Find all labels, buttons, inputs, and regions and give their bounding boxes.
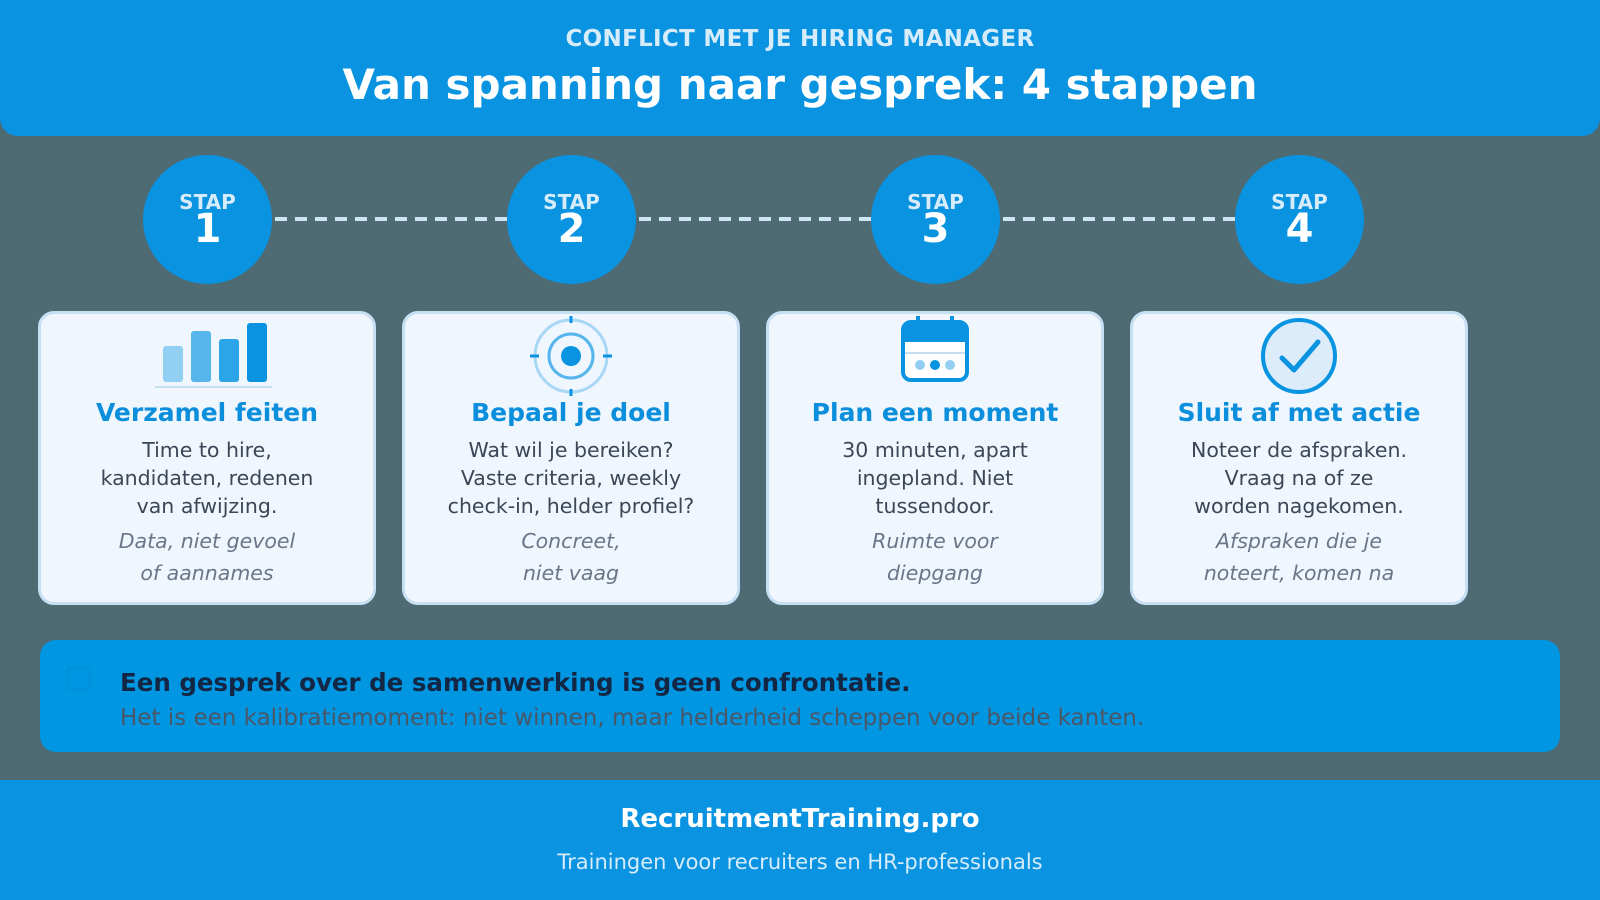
step-connector (1003, 217, 1237, 221)
step-number: 1 (193, 206, 222, 252)
card-body: 30 minuten, apart ingepland. Niet tussen… (842, 438, 1028, 518)
header-banner: CONFLICT MET JE HIRING MANAGER Van spann… (0, 0, 1600, 136)
step-card-4: Sluit af met actie Noteer de afspraken. … (1130, 311, 1468, 605)
missing-glyph-icon (68, 668, 90, 690)
calendar-icon (870, 314, 1000, 396)
target-icon (506, 314, 636, 398)
check-circle-icon (1234, 316, 1364, 396)
card-note: Afspraken die je noteert, komen na (1203, 529, 1395, 585)
card-body: Time to hire, kandidaten, redenen van af… (100, 438, 314, 518)
step-badge-2: STAP 2 (507, 155, 636, 284)
card-body: Wat wil je bereiken? Vaste criteria, wee… (447, 438, 695, 518)
header-eyebrow: CONFLICT MET JE HIRING MANAGER (565, 26, 1035, 52)
step-card-2: Bepaal je doel Wat wil je bereiken? Vast… (402, 311, 740, 605)
card-title: Verzamel feiten (95, 398, 319, 427)
step-badge-1: STAP 1 (143, 155, 272, 284)
step-number: 4 (1285, 206, 1314, 252)
key-message-callout: Een gesprek over de samenwerking is geen… (40, 640, 1560, 752)
footer: RecruitmentTraining.pro Trainingen voor … (0, 780, 1600, 900)
footer-tagline: Trainingen voor recruiters en HR-profess… (557, 850, 1043, 874)
step-number: 3 (921, 206, 950, 252)
card-title: Sluit af met actie (1177, 398, 1421, 427)
card-body: Noteer de afspraken. Vraag na of ze word… (1191, 438, 1407, 518)
card-title: Plan een moment (811, 398, 1059, 427)
callout-headline: Een gesprek over de samenwerking is geen… (120, 668, 911, 697)
step-card-1: Verzamel feiten Time to hire, kandidaten… (38, 311, 376, 605)
step-label: STAP (543, 190, 600, 214)
step-label: STAP (1271, 190, 1328, 214)
step-card-3: Plan een moment 30 minuten, apart ingepl… (766, 311, 1104, 605)
step-connector (639, 217, 873, 221)
card-note: Ruimte voor diepgang (872, 529, 998, 585)
callout-subtext: Het is een kalibratiemoment: niet winnen… (120, 705, 1145, 731)
step-connector (275, 217, 509, 221)
bar-chart-icon (142, 316, 275, 396)
step-badge-3: STAP 3 (871, 155, 1000, 284)
card-title: Bepaal je doel (471, 398, 671, 427)
page-title: Van spanning naar gesprek: 4 stappen (342, 60, 1258, 109)
step-badge-4: STAP 4 (1235, 155, 1364, 284)
card-note: Concreet, niet vaag (521, 529, 621, 585)
step-number: 2 (557, 206, 586, 252)
footer-brand: RecruitmentTraining.pro (620, 804, 980, 834)
step-label: STAP (179, 190, 236, 214)
step-label: STAP (907, 190, 964, 214)
card-note: Data, niet gevoel of aannames (118, 529, 296, 585)
